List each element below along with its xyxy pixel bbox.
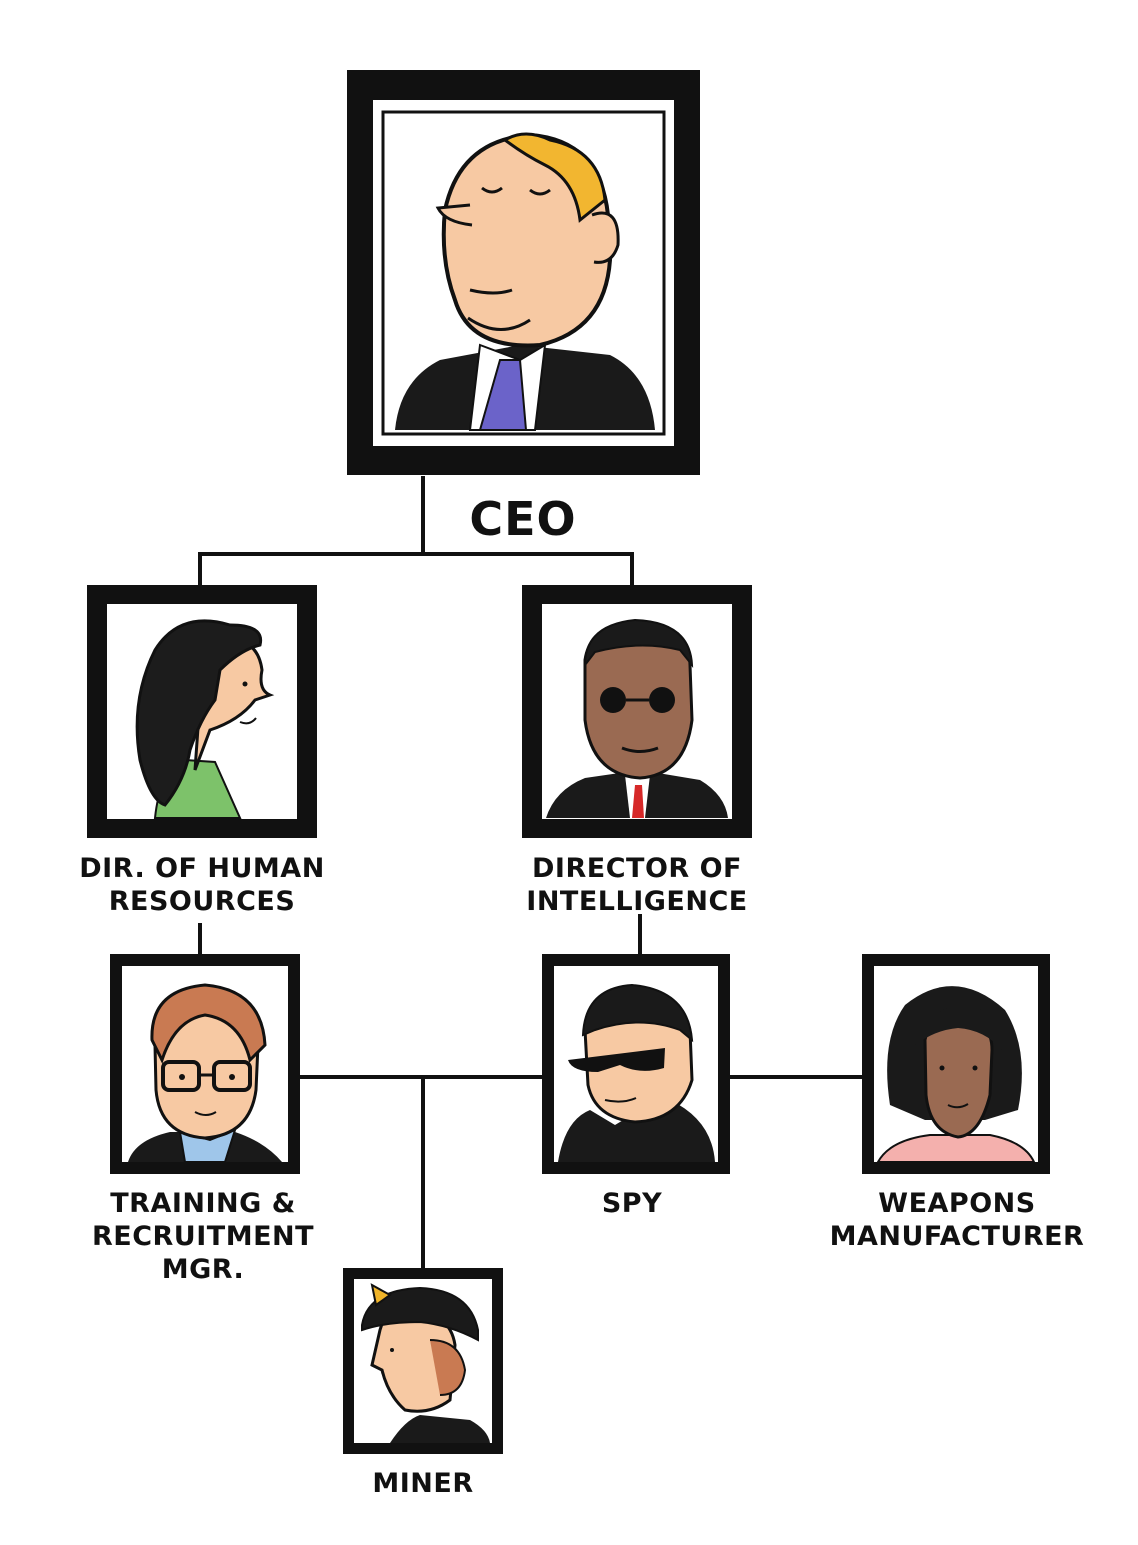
intel-director-title-line-2: INTELLIGENCE <box>526 886 748 917</box>
connector-lines <box>198 476 866 1270</box>
ceo-portrait <box>347 70 700 475</box>
miner-title: MINER <box>372 1468 474 1499</box>
hr-director-title: DIR. OF HUMAN RESOURCES <box>62 852 342 918</box>
hr-director-title-line-2: RESOURCES <box>108 886 296 917</box>
hr-director-title-line-1: DIR. OF HUMAN <box>79 853 325 884</box>
training-manager-title: TRAINING & RECRUITMENT MGR. <box>72 1187 334 1286</box>
spy-portrait <box>542 954 730 1174</box>
weapons-manufacturer-title: WEAPONS MANUFACTURER <box>812 1187 1102 1253</box>
training-manager-title-line-1: TRAINING & <box>110 1188 296 1219</box>
training-manager-title-line-2: RECRUITMENT <box>91 1221 315 1252</box>
hr-director-portrait <box>87 585 317 838</box>
weapons-manufacturer-title-line-2: MANUFACTURER <box>829 1221 1085 1252</box>
training-manager-portrait <box>110 954 300 1174</box>
weapons-manufacturer-title-line-1: WEAPONS <box>878 1188 1036 1219</box>
training-manager-title-line-3: MGR. <box>161 1254 245 1285</box>
ceo-title: CEO <box>469 492 577 546</box>
intel-director-portrait <box>522 585 752 838</box>
spy-title: SPY <box>601 1188 663 1219</box>
weapons-manufacturer-portrait <box>862 954 1050 1174</box>
intel-director-title-line-1: DIRECTOR OF <box>532 853 742 884</box>
miner-portrait <box>343 1268 503 1454</box>
intel-director-title: DIRECTOR OF INTELLIGENCE <box>497 852 777 918</box>
